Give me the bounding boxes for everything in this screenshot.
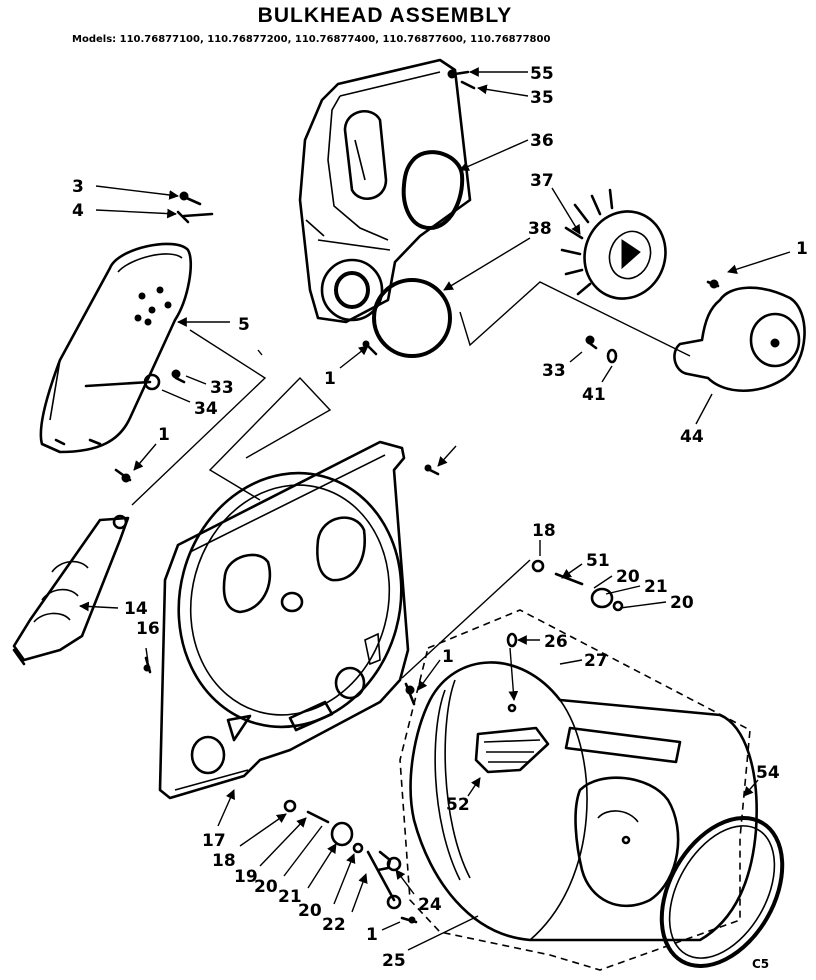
idler-arm-plate-5 xyxy=(39,242,192,454)
drum-seal-54 xyxy=(659,816,785,968)
callout-1-bottom: 1 xyxy=(366,925,378,945)
callout-4: 4 xyxy=(72,201,84,221)
callout-16: 16 xyxy=(136,619,160,639)
callout-17: 17 xyxy=(202,831,226,851)
callout-1-duct: 1 xyxy=(324,369,336,389)
callout-54: 54 xyxy=(756,763,780,783)
callout-35: 35 xyxy=(530,88,554,108)
callout-labels: 55 35 36 3 4 37 38 1 5 33 34 1 1 33 41 4… xyxy=(72,64,808,971)
callout-24: 24 xyxy=(418,895,442,915)
model-numbers: Models: 110.76877100, 110.76877200, 110.… xyxy=(72,34,551,45)
callout-14: 14 xyxy=(124,599,148,619)
callout-52: 52 xyxy=(446,795,470,815)
callout-33-blower: 33 xyxy=(542,361,566,381)
callout-19: 19 xyxy=(234,867,258,887)
callout-20-top-b: 20 xyxy=(670,593,694,613)
callout-34: 34 xyxy=(194,399,218,419)
callout-leaders xyxy=(79,67,791,951)
dryer-drum-27 xyxy=(399,609,758,971)
callout-25: 25 xyxy=(382,951,406,971)
callout-27: 27 xyxy=(584,651,608,671)
callout-20-top-a: 20 xyxy=(616,567,640,587)
assembly-leader-lines xyxy=(208,281,691,679)
sheet-code: C5 xyxy=(752,957,769,971)
callout-33-arm: 33 xyxy=(210,378,234,398)
exhaust-duct-part xyxy=(298,58,472,324)
blower-housing-44 xyxy=(673,286,806,393)
callout-1-arm: 1 xyxy=(158,425,170,445)
drum-baffle-52 xyxy=(474,726,550,774)
callout-22: 22 xyxy=(322,915,346,935)
hardware-screws xyxy=(114,69,720,924)
callout-55: 55 xyxy=(530,64,554,84)
callout-1-housing: 1 xyxy=(796,239,808,259)
callout-38: 38 xyxy=(528,219,552,239)
blower-wheel-37 xyxy=(560,188,667,300)
callout-44: 44 xyxy=(680,427,704,447)
callout-1-plate: 1 xyxy=(442,647,454,667)
callout-20-bottom-b: 20 xyxy=(298,901,322,921)
callout-51: 51 xyxy=(586,551,610,571)
callout-18-top: 18 xyxy=(532,521,556,541)
callout-20-bottom-a: 20 xyxy=(254,877,278,897)
callout-37: 37 xyxy=(530,171,554,191)
callout-3: 3 xyxy=(72,177,84,197)
callout-26: 26 xyxy=(544,632,568,652)
page-title: BULKHEAD ASSEMBLY xyxy=(257,4,513,27)
callout-5: 5 xyxy=(238,315,250,335)
callout-18-bottom: 18 xyxy=(212,851,236,871)
callout-21-bottom: 21 xyxy=(278,887,302,907)
bulkhead-plate-17 xyxy=(158,440,410,800)
callout-36: 36 xyxy=(530,131,554,151)
duct-seal-38 xyxy=(372,278,452,358)
duct-gasket-36 xyxy=(401,150,465,231)
callout-21-top: 21 xyxy=(644,577,668,597)
switch-bracket-14 xyxy=(12,514,130,666)
callout-41: 41 xyxy=(582,385,606,405)
